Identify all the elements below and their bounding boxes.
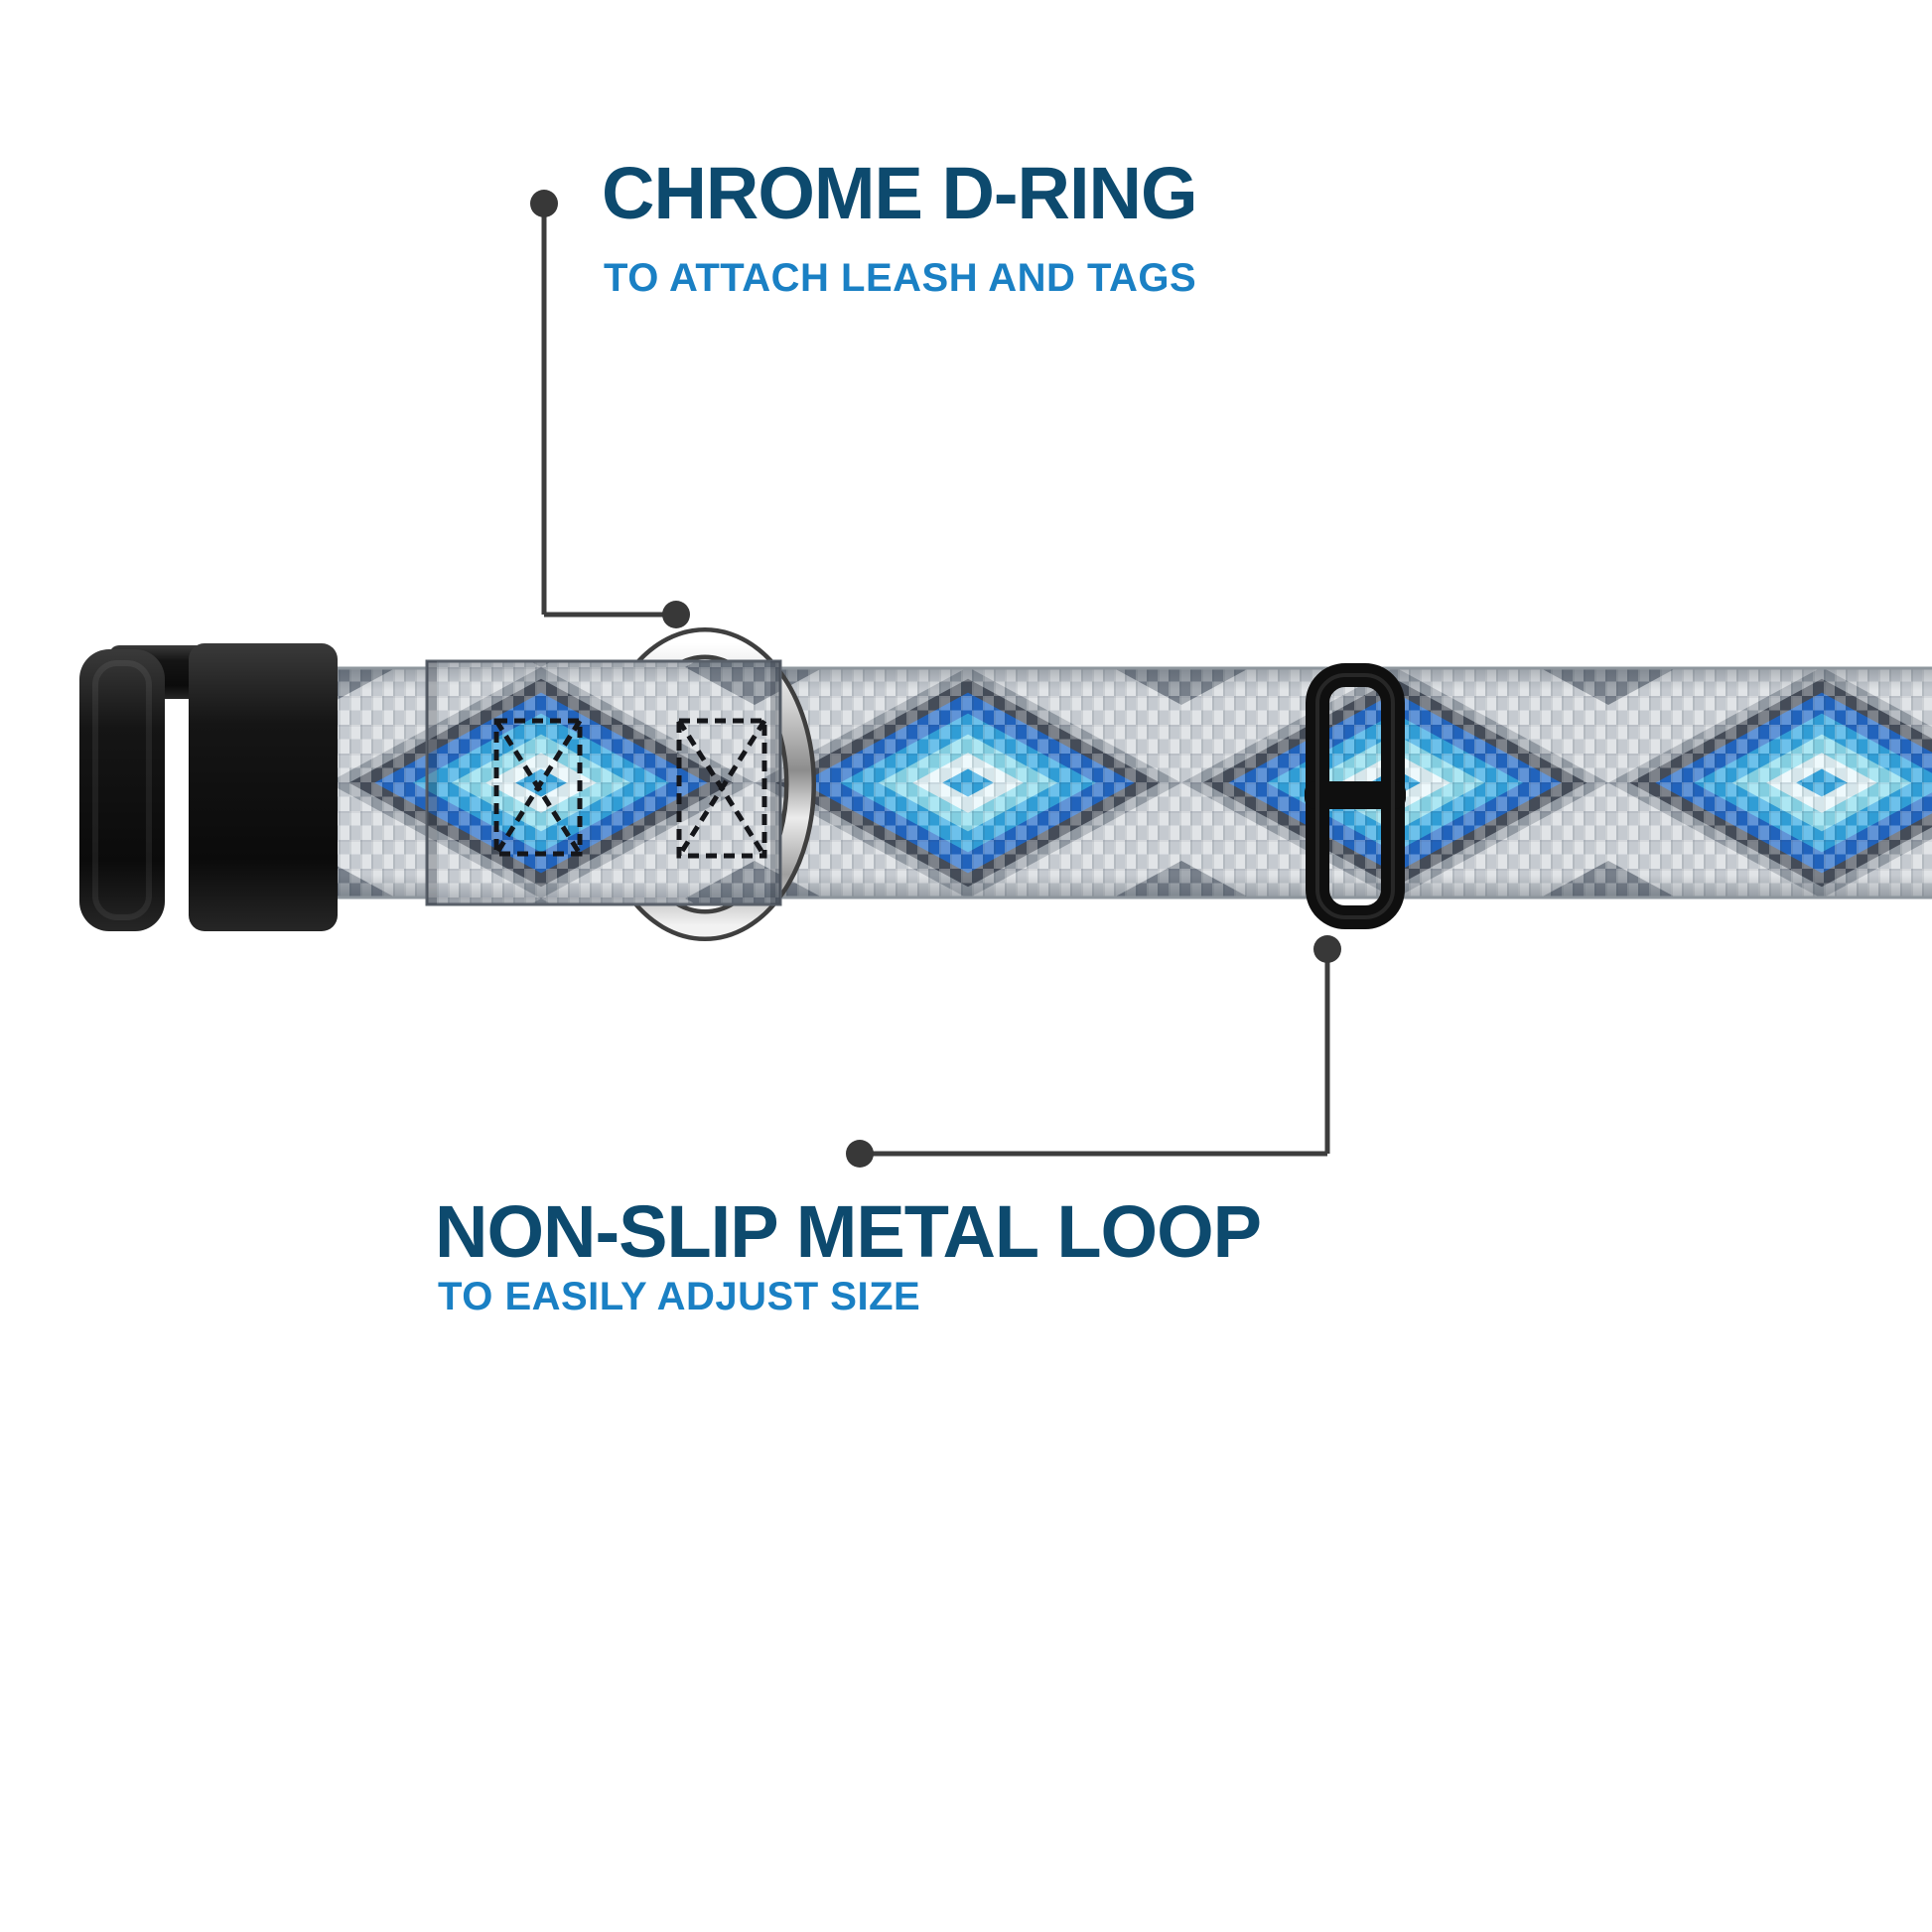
buckle-icon — [79, 643, 338, 931]
callout-dot — [530, 190, 558, 217]
stitch-box — [493, 718, 583, 857]
buckle-left-bar — [79, 649, 165, 931]
fold-shading — [427, 661, 780, 904]
buckle-highlight — [92, 660, 152, 920]
callout-dot — [662, 601, 690, 628]
stitch-box — [676, 718, 767, 859]
callout-dot — [846, 1140, 874, 1168]
fold-right-seam — [770, 661, 780, 904]
fold-left-seam — [427, 661, 437, 904]
slider-highlight — [1315, 673, 1395, 919]
d-ring-callout-subtitle: TO ATTACH LEASH AND TAGS — [604, 256, 1197, 300]
metal-loop-callout-subtitle: TO EASILY ADJUST SIZE — [438, 1275, 921, 1318]
metal-loop-callout-title: NON-SLIP METAL LOOP — [435, 1190, 1262, 1273]
fold-outline — [425, 659, 782, 906]
d-ring-callout-line — [541, 204, 676, 618]
buckle-body — [189, 643, 338, 931]
tri-glide-slider-icon — [1305, 663, 1406, 929]
stitching — [493, 718, 767, 859]
slider-center-bar — [1305, 781, 1406, 809]
callout-dot — [1313, 935, 1341, 963]
webbing-fold — [425, 659, 782, 906]
d-ring-callout-title: CHROME D-RING — [602, 152, 1198, 234]
metal-loop-callout-line — [860, 949, 1330, 1157]
